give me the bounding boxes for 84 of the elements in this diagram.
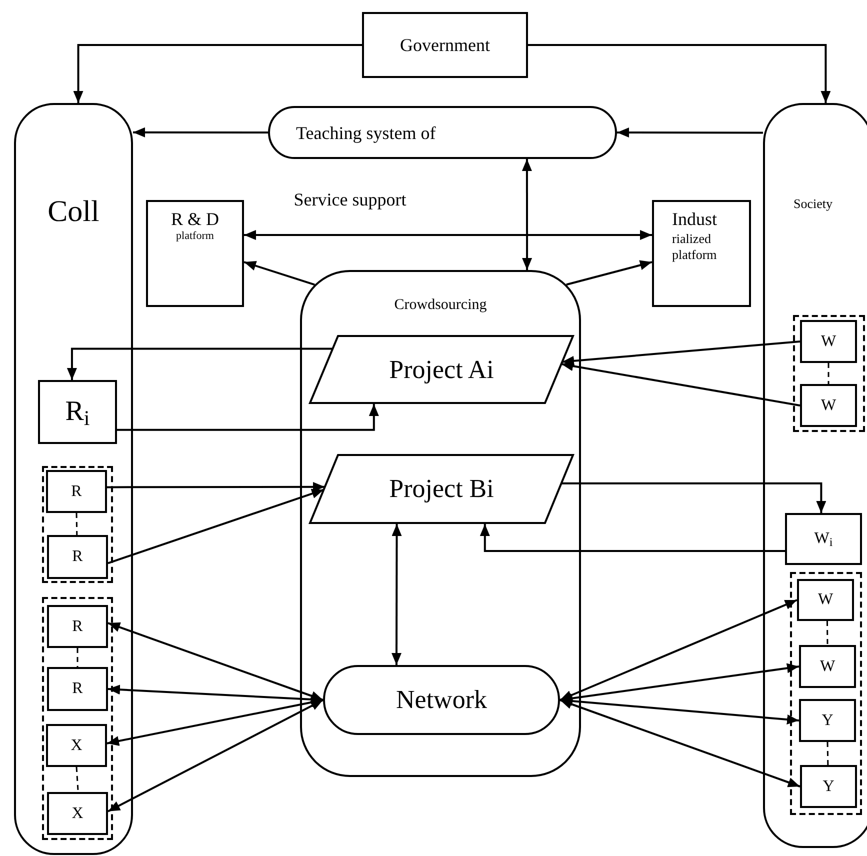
dashed-connector [76, 766, 79, 792]
process-box [799, 645, 856, 688]
rounded-panel [300, 270, 581, 777]
process-box [652, 200, 751, 307]
arrow [73, 44, 362, 103]
node-label: W [820, 334, 836, 350]
process-box [785, 513, 862, 565]
node-label: platform [176, 230, 214, 242]
dashed-connector [76, 648, 78, 667]
process-box [47, 667, 108, 711]
process-box [47, 605, 108, 648]
node-label: R & D [170, 208, 219, 230]
arrow [244, 230, 652, 240]
arrow [106, 697, 324, 746]
arrow [66, 348, 332, 380]
dashed-group-box [42, 466, 113, 583]
dashed-connector [826, 742, 829, 766]
arrow [117, 404, 379, 431]
node-label: rialized platform [672, 230, 718, 263]
process-box [47, 535, 108, 579]
arrow [522, 159, 532, 270]
dashed-group-box [790, 572, 862, 815]
node-label: W [818, 592, 834, 608]
node-label: Government [400, 36, 490, 54]
process-box [146, 200, 244, 307]
process-box [38, 380, 117, 444]
process-box [46, 724, 107, 767]
arrow [560, 599, 798, 701]
dashed-connector [76, 512, 78, 536]
node-label: R$_{i}$ [65, 398, 90, 426]
node-label: Project Bi [389, 476, 494, 502]
node-label: Crowdsourcing [394, 298, 487, 313]
arrow [108, 699, 324, 812]
node-label: R [72, 618, 83, 634]
rounded-panel [14, 103, 133, 855]
process-box [797, 579, 854, 621]
node-label: Coll [48, 197, 100, 227]
arrow [566, 260, 652, 286]
arrow [107, 482, 325, 492]
process-box [799, 699, 856, 742]
process-box [800, 765, 857, 808]
node-label: Project Ai [389, 356, 494, 382]
arrow [560, 663, 800, 704]
node-label: X [70, 738, 82, 754]
arrow [480, 524, 785, 552]
process-box [800, 320, 857, 363]
arrow [561, 482, 826, 513]
node-label: R [72, 681, 83, 697]
dashed-group-box [793, 315, 865, 432]
rounded-box [268, 106, 617, 159]
process-box [47, 792, 108, 835]
node-label: Society [794, 197, 832, 210]
arrow [561, 361, 800, 406]
arrow [560, 699, 800, 788]
arrow [108, 488, 324, 564]
arrow [560, 696, 800, 724]
arrow [244, 260, 315, 286]
parallelogram-shape [310, 454, 573, 524]
node-label: R [71, 484, 82, 500]
parallelogram-shape [310, 335, 573, 404]
arrow [528, 44, 831, 103]
node-label: Network [396, 687, 487, 713]
arrow [133, 127, 268, 138]
process-box [46, 470, 107, 513]
dashed-group-box [42, 597, 113, 840]
arrow [108, 622, 324, 701]
node-label: Indust [672, 208, 717, 230]
rounded-box [323, 665, 560, 735]
arrow [617, 128, 763, 138]
arrow [562, 340, 800, 366]
node-label: W [820, 398, 836, 414]
node-label: W [820, 658, 836, 674]
process-box [800, 384, 857, 427]
node-label: Y [822, 712, 834, 728]
dashed-connector [826, 621, 828, 645]
rounded-panel [763, 103, 867, 848]
arrow [392, 524, 402, 665]
process-box [362, 12, 528, 78]
dashed-connector [828, 363, 830, 384]
node-label: Teaching system of [296, 124, 436, 142]
node-label: W$_{i}$ [814, 531, 833, 547]
node-label: Y [822, 778, 834, 794]
node-label: R [72, 549, 83, 565]
node-label: X [72, 806, 84, 822]
